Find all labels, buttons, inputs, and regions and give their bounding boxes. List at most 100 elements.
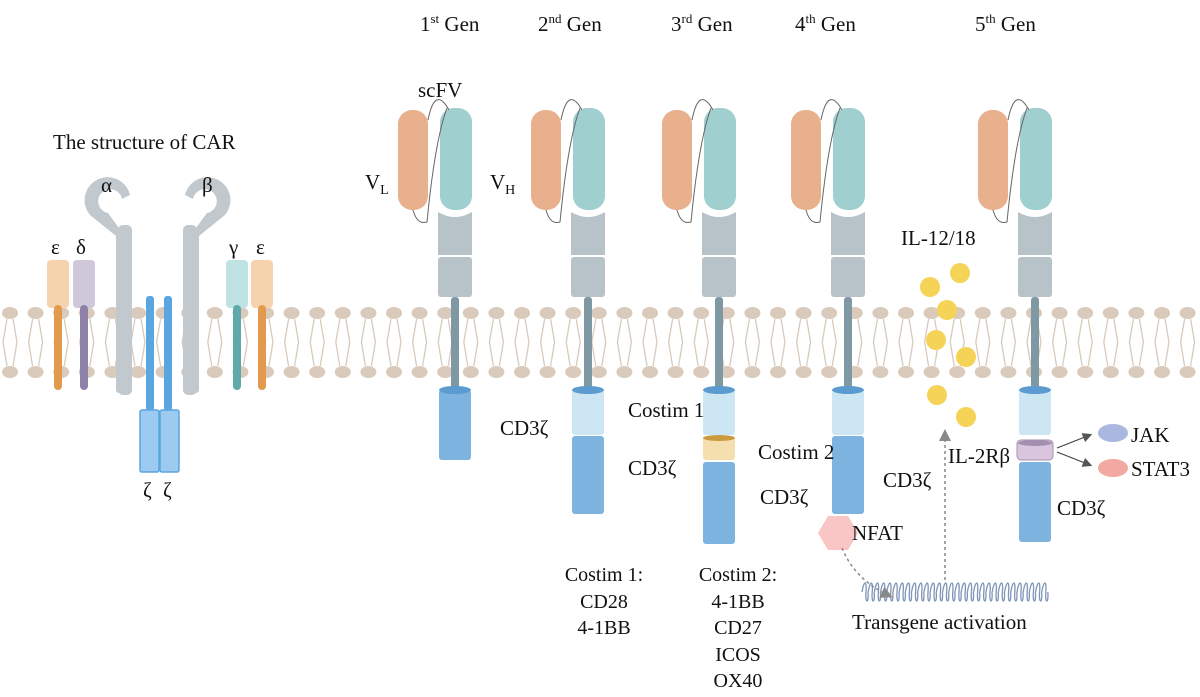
hinge-domain — [438, 257, 472, 297]
lipid-head — [27, 366, 44, 378]
gen5-cd3z-label: CD3ζ — [1057, 496, 1106, 520]
stat3-label: STAT3 — [1131, 457, 1190, 481]
delta-label: δ — [76, 235, 86, 259]
stat3-icon — [1098, 459, 1128, 477]
lipid-head — [795, 307, 812, 319]
vh-label: VH — [490, 170, 516, 199]
costim1-domain — [703, 390, 735, 435]
lipid-head — [744, 366, 761, 378]
lipid-head — [539, 307, 556, 319]
costim1-item: CD28 — [580, 590, 628, 613]
lipid-tail — [795, 318, 812, 367]
lipid-head — [872, 307, 889, 319]
scfv-linker — [676, 107, 712, 223]
lipid-tail — [514, 318, 530, 367]
lipid-head — [770, 366, 786, 378]
transmembrane-domain — [715, 297, 723, 392]
lipid-head — [872, 366, 889, 378]
transgene-dna-icon — [861, 582, 1049, 602]
lipid-head — [539, 366, 556, 378]
lipid-tail — [309, 318, 325, 367]
lipid-head — [1000, 366, 1017, 378]
lipid-head — [565, 366, 582, 378]
lipid-head — [1051, 366, 1068, 378]
beta-label: β — [202, 173, 213, 197]
scfv-linker — [805, 107, 841, 223]
lipid-tail — [1154, 318, 1170, 367]
transgene-label: Transgene activation — [852, 610, 1027, 634]
lipid-head — [1154, 307, 1170, 319]
lipid-head — [1077, 307, 1094, 319]
lipid-head — [309, 307, 326, 319]
car-gen-1 — [398, 99, 472, 460]
lipid-head — [437, 366, 454, 378]
gamma — [226, 260, 248, 308]
lipid-head — [821, 366, 838, 378]
lipid-tail — [642, 318, 658, 367]
vl-domain — [531, 110, 561, 210]
jak-icon — [1098, 424, 1128, 442]
lipid-head — [27, 307, 44, 319]
lipid-head — [898, 307, 914, 319]
costim2-domain — [703, 436, 735, 460]
lipid-tail — [693, 318, 709, 367]
lipid-tail — [2, 318, 18, 367]
lipid-head — [488, 366, 505, 378]
costim1-domain — [572, 390, 604, 435]
gen-1-label: 1st Gen — [420, 11, 480, 36]
lipid-head — [898, 366, 914, 378]
lipid-head — [1179, 307, 1196, 319]
transmembrane-domain — [844, 297, 852, 392]
lipid-tail — [207, 318, 223, 367]
lipid-head — [206, 307, 223, 319]
lipid-head — [283, 366, 300, 378]
gen-2-label: 2nd Gen — [538, 11, 602, 36]
lipid-tail — [770, 318, 786, 367]
scfv-linker — [820, 99, 843, 121]
lipid-head — [693, 366, 710, 378]
gen2-costim1-label: Costim 1 — [628, 398, 705, 422]
lipid-head — [1128, 307, 1145, 319]
lipid-tail — [539, 318, 556, 367]
lipid-tail — [411, 318, 428, 367]
lipid-head — [462, 366, 479, 378]
lipid-head — [1051, 307, 1068, 319]
lipid-head — [1000, 307, 1017, 319]
car-gen-5 — [978, 99, 1052, 542]
lipid-tail — [1179, 318, 1196, 367]
lipid-tail — [1077, 318, 1093, 367]
lipid-head — [923, 366, 940, 378]
hinge-domain — [831, 257, 865, 297]
lipid-head — [309, 366, 326, 378]
hinge-domain — [702, 212, 736, 255]
lipid-tail — [360, 318, 377, 367]
vl-domain — [978, 110, 1008, 210]
lipid-head — [514, 366, 530, 378]
cd3z-domain — [703, 462, 735, 544]
car-gen-2 — [531, 99, 605, 514]
lipid-head — [1154, 366, 1170, 378]
lipid-tail — [488, 318, 505, 367]
lipid-head — [360, 366, 377, 378]
scfv-label: scFV — [418, 78, 463, 102]
lipid-head — [411, 366, 428, 378]
costim1-list: Costim 1: CD28 4-1BB — [548, 562, 660, 642]
epsilon-left-label: ε — [51, 235, 60, 259]
transmembrane-domain — [584, 297, 592, 392]
tcr-complex — [47, 177, 273, 473]
lipid-head — [462, 307, 479, 319]
lipid-head — [130, 366, 146, 378]
lipid-tail — [437, 318, 453, 367]
costim1-item: 4-1BB — [577, 617, 631, 640]
alpha-label: α — [101, 173, 113, 197]
transmembrane-domain — [1031, 297, 1039, 392]
lipid-tail — [463, 318, 479, 367]
car-gen-4 — [791, 99, 865, 514]
transmembrane-domain — [451, 297, 459, 392]
costim2-item: ICOS — [715, 643, 761, 666]
lipid-tail — [898, 318, 914, 367]
hinge-domain — [571, 212, 605, 255]
lipid-head — [386, 366, 402, 378]
costim1-domain — [832, 390, 864, 435]
